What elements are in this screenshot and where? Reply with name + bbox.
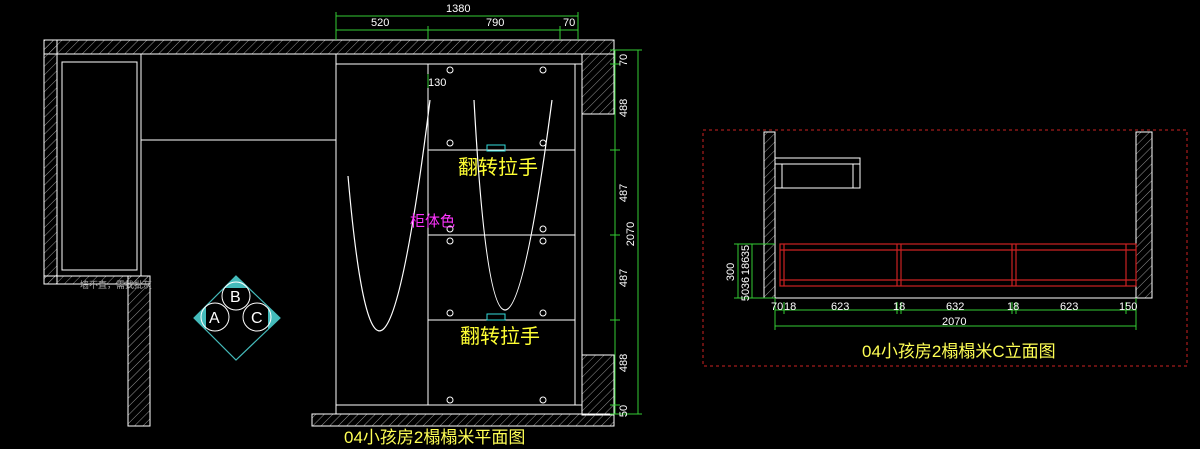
plan-dim-c: 70 <box>563 17 575 29</box>
plan-handle-marker-bottom <box>486 313 506 321</box>
plan-dim-130: 130 <box>428 77 446 89</box>
plan-dim-a: 520 <box>371 17 389 29</box>
plan-view: 翻转拉手 翻转拉手 柜体色 墙不直，需找批灰 1380 520 790 70 1… <box>43 3 642 447</box>
plan-dim-right-487-a: 487 <box>618 184 630 202</box>
index-letter-a: A <box>209 310 220 327</box>
plan-swing-curve-right <box>473 99 553 311</box>
elevation-shelf <box>774 157 861 189</box>
plan-dim-right-70: 70 <box>618 54 630 66</box>
plan-tatami-outline <box>335 53 583 415</box>
plan-swing-curve-left <box>347 99 431 332</box>
elev-dim-total: 2070 <box>942 316 966 328</box>
elev-dim-18-b: 18 <box>893 301 905 313</box>
plan-dim-right-488-top: 488 <box>618 99 630 117</box>
plan-dim-total: 1380 <box>446 3 470 15</box>
plan-left-wall <box>43 39 58 285</box>
plan-index-symbol: B A C <box>193 275 281 361</box>
elevation-bottom-dimensions: 70 18 623 18 632 18 623 150 2070 <box>771 298 1137 330</box>
plan-wardrobe-inner <box>61 61 138 271</box>
elev-dim-632: 632 <box>946 301 964 313</box>
elev-dim-186: 186 <box>740 257 752 275</box>
elev-dim-300: 300 <box>725 263 737 281</box>
elevation-frame <box>702 129 1188 367</box>
plan-dim-right-488-bottom: 488 <box>618 354 630 372</box>
plan-body-color-label: 柜体色 <box>410 213 455 230</box>
plan-wardrobe-outer <box>56 53 142 277</box>
elev-dim-623-a: 623 <box>831 301 849 313</box>
plan-left-stub-wall <box>127 275 151 427</box>
plan-handle-label-top: 翻转拉手 <box>458 156 538 179</box>
plan-right-wall-upper <box>581 53 615 115</box>
elev-dim-18-c: 18 <box>1007 301 1019 313</box>
elev-dim-623-b: 623 <box>1060 301 1078 313</box>
elevation-title: 04小孩房2榻榻米C立面图 <box>862 342 1056 361</box>
elevation-right-wall <box>1135 131 1153 299</box>
plan-bottom-wall <box>311 413 615 427</box>
plan-dim-right-50: 50 <box>618 405 630 417</box>
plan-top-wall <box>43 39 615 55</box>
plan-dim-right-total: 2070 <box>625 222 637 246</box>
elevation-left-wall <box>763 131 776 299</box>
plan-top-dimensions: 1380 520 790 70 130 <box>335 3 579 89</box>
plan-hinge-markers <box>446 66 547 404</box>
elev-dim-18-a: 18 <box>784 301 796 313</box>
plan-handle-marker-top <box>486 144 506 152</box>
plan-dim-b: 790 <box>486 17 504 29</box>
plan-wall-note: 墙不直，需找批灰 <box>80 279 152 290</box>
elevation-view: 300 35 186 36 50 70 18 623 18 632 18 623… <box>702 129 1188 367</box>
elev-dim-36: 36 <box>740 277 752 289</box>
elev-dim-150: 150 <box>1119 301 1137 313</box>
plan-right-wall-lower <box>581 354 615 416</box>
index-letter-b: B <box>230 289 241 306</box>
index-letter-c: C <box>251 310 263 327</box>
elev-dim-50: 50 <box>740 289 752 301</box>
elev-dim-35: 35 <box>740 245 752 257</box>
plan-title: 04小孩房2榻榻米平面图 <box>344 428 525 447</box>
elevation-tatami-frame <box>779 243 1137 287</box>
plan-handle-label-bottom: 翻转拉手 <box>460 325 540 348</box>
plan-dim-right-487-b: 487 <box>618 269 630 287</box>
elevation-left-dimensions: 300 35 186 36 50 <box>725 243 775 301</box>
plan-right-dimensions: 70 488 487 487 488 50 2070 <box>610 49 642 417</box>
elev-dim-70: 70 <box>771 301 783 313</box>
